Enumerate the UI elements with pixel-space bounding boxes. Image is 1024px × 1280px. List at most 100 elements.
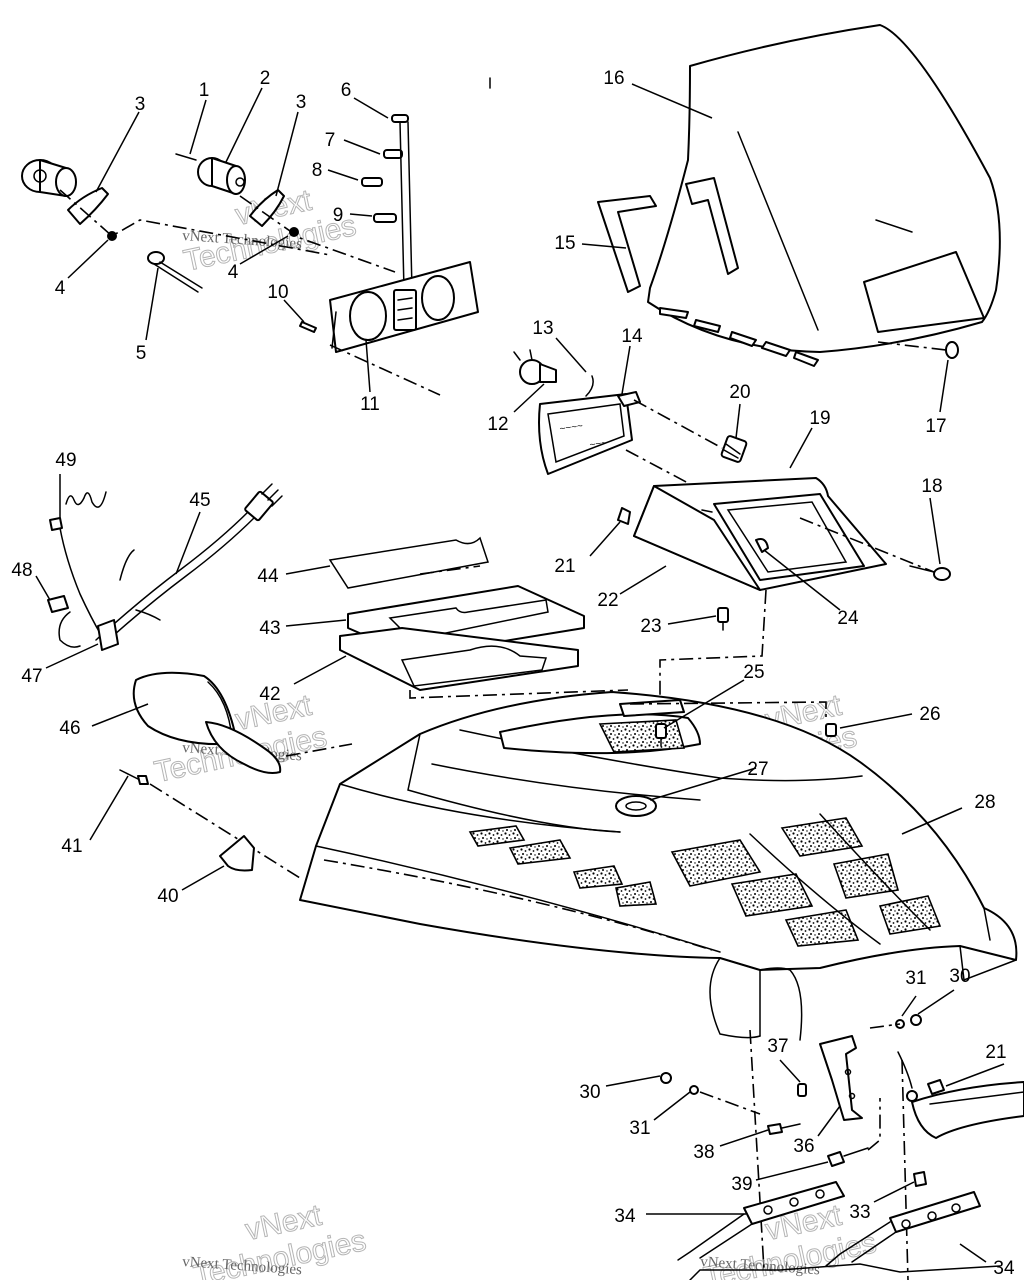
callout-38: 38 <box>693 1142 714 1163</box>
clip-21b <box>927 1079 945 1095</box>
callout-31: 31 <box>905 968 926 989</box>
callout-2: 2 <box>260 68 271 89</box>
indicator-light-9 <box>373 213 397 223</box>
callout-7: 7 <box>325 130 336 151</box>
gasket-42 <box>339 627 579 691</box>
indicator-light-6 <box>391 114 409 123</box>
callout-46: 46 <box>59 718 80 739</box>
hood <box>299 691 1018 1041</box>
indicator-light-7 <box>383 149 403 159</box>
callout-1: 1 <box>199 80 210 101</box>
hinge-plate-34b <box>825 1191 981 1267</box>
gauge-left <box>21 159 77 197</box>
windshield-trim <box>597 177 739 293</box>
callout-30: 30 <box>579 1082 600 1103</box>
nut-21 <box>906 1090 918 1102</box>
callout-45: 45 <box>189 490 210 511</box>
bulb-socket <box>147 251 203 293</box>
spring-pin <box>897 1051 913 1089</box>
wire-13 <box>585 375 594 397</box>
callout-3: 3 <box>296 92 307 113</box>
callout-49: 49 <box>55 450 76 471</box>
callout-4: 4 <box>228 262 239 283</box>
instrument-panel <box>329 261 479 353</box>
callout-18: 18 <box>921 476 942 497</box>
callout-30: 30 <box>949 966 970 987</box>
callout-27: 27 <box>747 759 768 780</box>
gauge-bracket-right <box>249 189 285 227</box>
callout-13: 13 <box>532 318 553 339</box>
callout-14: 14 <box>621 326 643 347</box>
callout-41: 41 <box>61 836 82 857</box>
leader-lines <box>35 83 1005 1263</box>
callout-34: 34 <box>993 1258 1015 1279</box>
gauge-right <box>197 157 246 195</box>
screw-37 <box>797 1083 807 1097</box>
callout-28: 28 <box>974 792 995 813</box>
callout-24: 24 <box>837 608 859 629</box>
bulb-1 <box>175 153 197 161</box>
screw-23 <box>717 607 729 631</box>
callout-6: 6 <box>341 80 352 101</box>
callout-10: 10 <box>267 282 288 303</box>
nut-30b <box>660 1072 672 1084</box>
callout-44: 44 <box>257 566 279 587</box>
callout-17: 17 <box>925 416 946 437</box>
bolt-18 <box>909 565 951 581</box>
nut-30 <box>910 1014 922 1026</box>
nut-right <box>289 227 299 237</box>
screw-26 <box>825 723 837 737</box>
callout-22: 22 <box>597 590 618 611</box>
callout-37: 37 <box>767 1036 788 1057</box>
screw-33 <box>913 1171 927 1187</box>
callout-26: 26 <box>919 704 940 725</box>
washer-31b <box>689 1085 699 1095</box>
callout-9: 9 <box>333 205 344 226</box>
callout-42: 42 <box>259 684 280 705</box>
screw-10 <box>299 321 317 333</box>
headlight-housing: ~~~~ ~~~ <box>538 393 633 475</box>
callout-8: 8 <box>312 160 323 181</box>
callout-19: 19 <box>809 408 830 429</box>
callout-48: 48 <box>11 560 32 581</box>
hinge-bracket-36 <box>819 1035 863 1121</box>
screw-41 <box>119 769 149 785</box>
callout-labels: 1 2 3 3 4 4 5 6 7 8 9 10 11 12 13 14 15 … <box>11 68 1015 1279</box>
callout-11: 11 <box>360 394 380 415</box>
grommet-24 <box>755 538 769 553</box>
adjuster-spring <box>720 435 748 463</box>
screw-39 <box>827 1147 869 1167</box>
callout-34: 34 <box>614 1206 636 1227</box>
callout-23: 23 <box>640 616 661 637</box>
callout-5: 5 <box>136 343 147 364</box>
decal-44 <box>328 536 489 589</box>
callout-36: 36 <box>793 1136 814 1157</box>
callout-47: 47 <box>21 666 42 687</box>
callout-21: 21 <box>554 556 575 577</box>
wiring-harness <box>47 483 283 651</box>
latch-bracket <box>911 1081 1024 1139</box>
callout-33: 33 <box>849 1202 870 1223</box>
callout-15: 15 <box>554 233 575 254</box>
headlight-bulb <box>513 349 557 385</box>
callout-20: 20 <box>729 382 750 403</box>
callout-21: 21 <box>985 1042 1006 1063</box>
grommet-27 <box>615 795 657 817</box>
gauge-assembly <box>21 114 479 396</box>
callout-40: 40 <box>157 886 178 907</box>
callout-31: 31 <box>629 1118 650 1139</box>
mirror <box>132 671 282 774</box>
rivet-17 <box>945 341 959 359</box>
callout-43: 43 <box>259 618 280 639</box>
indicator-light-8 <box>361 177 383 187</box>
callout-4: 4 <box>55 278 66 299</box>
hinge-plate-34 <box>677 1181 845 1261</box>
svg-text:~~~~: ~~~~ <box>559 421 584 435</box>
screw-38 <box>767 1123 801 1135</box>
svg-text:~~~: ~~~ <box>589 438 608 451</box>
gauge-bracket-left <box>67 187 109 225</box>
clip-21 <box>617 507 631 525</box>
headlight-assembly: ~~~~ ~~~ <box>513 349 748 485</box>
callout-12: 12 <box>487 414 508 435</box>
